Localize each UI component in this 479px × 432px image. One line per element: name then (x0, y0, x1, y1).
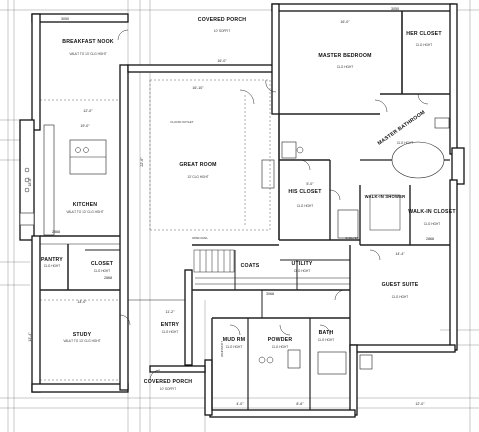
room-kitchen-note: VAULT TO 13' CLG HGHT (66, 210, 104, 214)
master-bath-fixtures (261, 117, 450, 239)
room-powder-label: POWDER (267, 337, 293, 343)
open-rail-note: OPEN RAIL (191, 236, 209, 240)
room-study-label: STUDY (72, 332, 92, 338)
guest-bottom-dim: 12'-0" (415, 402, 425, 406)
room-great-room-note: 13' CLG HGHT (187, 175, 209, 179)
breakfast-window-dim: 3050 (61, 17, 69, 21)
room-great-room-label: GREAT ROOM (179, 162, 217, 168)
wainscot-note: WAINSCOT (220, 340, 224, 358)
room-guest-suite-label: GUEST SUITE (381, 282, 419, 288)
room-walkin-closet-note: CLG HGHT (423, 222, 441, 226)
room-bath-label: BATH (318, 330, 334, 336)
room-master-bedroom-note: CLG HGHT (336, 65, 354, 69)
kitchen-island (19, 124, 107, 236)
mud-bottom-dim: 4'-0" (236, 402, 244, 406)
his-closet-dim: 5'-0" (306, 182, 314, 186)
utility-door-dim: 3068 (266, 292, 274, 296)
room-kitchen-label: KITCHEN (72, 202, 98, 208)
room-master-bedroom-label: MASTER BEDROOM (318, 53, 372, 59)
kitchen-depth-dim: 18'-8" (28, 177, 32, 187)
room-utility-note: CLG HGHT (293, 269, 311, 273)
study-width-dim: 14'-0" (77, 300, 87, 304)
room-closet-note: CLG HGHT (93, 269, 111, 273)
entry-width-dim: 11'-2" (165, 310, 175, 314)
room-breakfast-nook-label: BREAKFAST NOOK (62, 39, 114, 45)
room-study-note: VAULT TO 13' CLG HGHT (63, 339, 101, 343)
room-her-closet-note: CLG HGHT (415, 43, 433, 47)
room-his-closet-note: CLG HGHT (296, 204, 314, 208)
room-mud-rm-note: CLG HGHT (225, 345, 243, 349)
breakfast-width-dim: 12'-0" (83, 109, 93, 113)
walkin-closet-door-dim: 2868 (426, 237, 434, 241)
her-closet-window-dim: 3050 (391, 7, 399, 11)
room-guest-suite-note: CLG HGHT (391, 295, 409, 299)
door-swings (117, 29, 429, 381)
shelves-note: SHELVES (345, 236, 359, 240)
study-depth-dim: 13'-4" (28, 332, 32, 342)
room-covered-porch-bottom-label: COVERED PORCH (143, 379, 193, 385)
room-walkin-closet-label: WALK-IN CLOSET (408, 209, 456, 215)
room-covered-porch-bottom-note: 10' SOFFIT (159, 387, 177, 391)
room-utility-label: UTILITY (291, 261, 313, 267)
bath-fixtures (258, 349, 373, 375)
room-pantry-label: PANTRY (41, 257, 63, 263)
bath-bottom-dim: 8'-6" (296, 402, 304, 406)
room-his-closet-label: HIS CLOSET (288, 189, 322, 195)
great-room-width-dim: 16'-10" (192, 86, 204, 90)
master-width-dim: 16'-0" (340, 20, 350, 24)
room-covered-porch-top-label: COVERED PORCH (197, 17, 247, 23)
exterior-walls (19, 3, 465, 418)
porch-width-dim: 16'-0" (217, 59, 227, 63)
room-coats-label: COATS (240, 263, 260, 269)
room-entry-label: ENTRY (160, 322, 180, 328)
room-pantry-note: CLG HGHT (43, 264, 61, 268)
closet-door-dim: 2868 (104, 276, 112, 280)
pantry-door-dim: 2868 (52, 230, 60, 234)
room-entry-note: CLG HGHT (161, 330, 179, 334)
room-walkin-shower-label: WALK-IN SHOWER (364, 194, 406, 199)
room-bath-note: CLG HGHT (317, 338, 335, 342)
room-master-bath-note: CLG HGHT (396, 141, 414, 145)
stair-run (193, 249, 350, 285)
room-breakfast-nook-note: VAULT TO 13' CLG HGHT (69, 52, 107, 56)
guest-width-dim: 14'-4" (395, 252, 405, 256)
ceiling-lines (40, 79, 271, 381)
room-her-closet-label: HER CLOSET (406, 31, 442, 37)
room-covered-porch-top-note: 10' SOFFIT (213, 29, 231, 33)
kitchen-width-dim: 19'-0" (80, 124, 90, 128)
great-depth-dim: 22'-6" (140, 157, 144, 167)
room-closet-label: CLOSET (90, 261, 114, 267)
room-powder-note: CLG HGHT (271, 345, 289, 349)
room-mud-rm-label: MUD RM (222, 337, 246, 343)
floor-outlet-note: FLOOR OUTLET (170, 120, 194, 124)
